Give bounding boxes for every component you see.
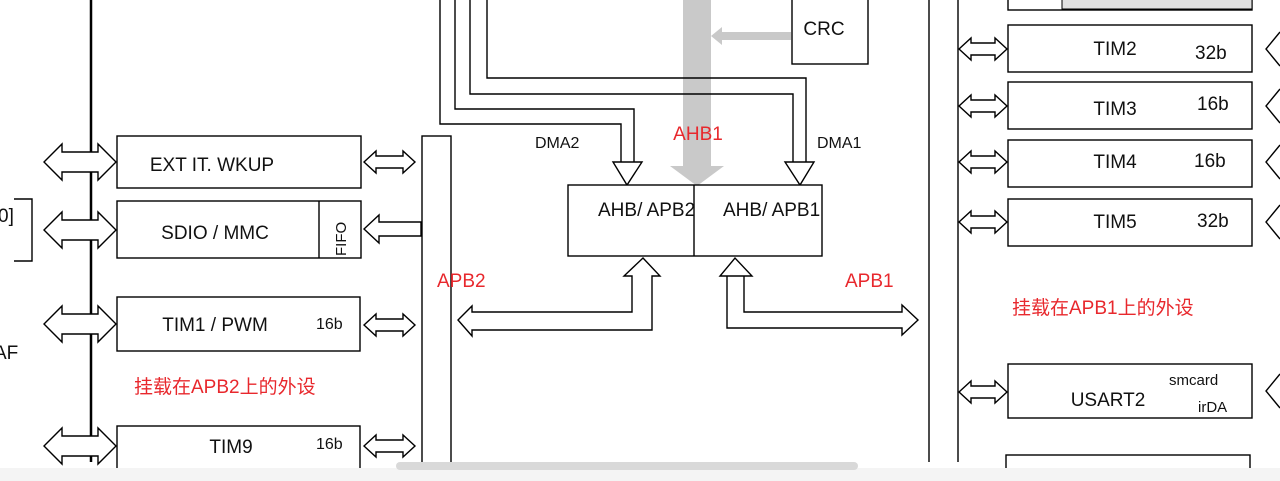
usart2-irda-label: irDA <box>1198 399 1227 416</box>
double-arrow-sdio <box>43 210 117 250</box>
tim3-block: TIM3 16b <box>1007 81 1253 130</box>
dma1-label: DMA1 <box>817 135 862 152</box>
left-af-text: AF <box>0 343 18 364</box>
right-edge-arrow-1 <box>1265 31 1280 67</box>
dma2-arrowhead <box>611 161 644 187</box>
tim2-block: TIM2 32b <box>1007 24 1253 73</box>
double-arrow-tim9-apb2 <box>362 433 417 459</box>
tim9-label: TIM9 <box>209 437 252 458</box>
dma1-route-outer <box>469 0 794 162</box>
tim5-label: TIM5 <box>1093 212 1136 233</box>
double-arrow-ext-it <box>43 142 117 182</box>
crc-block: CRC <box>791 0 869 65</box>
tim1-bits-label: 16b <box>316 316 343 333</box>
tim4-block: TIM4 16b <box>1007 139 1253 188</box>
dma1-arrowhead <box>783 161 816 187</box>
dma2-route-inner <box>454 0 635 162</box>
apb2-peripherals-note: 挂载在APB2上的外设 <box>134 376 316 398</box>
tim9-block: TIM9 16b <box>116 425 361 477</box>
top-partial-block-shade <box>1061 0 1253 10</box>
crc-label: CRC <box>803 19 844 40</box>
apb1-peripherals-note: 挂载在APB1上的外设 <box>1012 297 1194 319</box>
apb1-bus-arrow <box>718 256 920 337</box>
apb2-bus-label: APB2 <box>437 271 486 292</box>
double-arrow-tim1-apb2 <box>362 312 417 338</box>
right-edge-arrow-5 <box>1265 373 1280 409</box>
dma2-route-outer <box>439 0 622 162</box>
right-edge-arrow-3 <box>1265 144 1280 180</box>
bottom-toolbar-strip <box>0 468 1280 481</box>
ext-it-wkup-block: EXT IT. WKUP <box>116 135 362 189</box>
tim4-label: TIM4 <box>1093 152 1137 173</box>
ahb-apb-bridges: AHB/ APB2 AHB/ APB1 <box>567 184 823 257</box>
tim2-label: TIM2 <box>1093 39 1136 60</box>
dma2-label: DMA2 <box>535 135 580 152</box>
tim9-bits-label: 16b <box>316 436 343 453</box>
sdio-mmc-block: SDIO / MMC FIFO <box>116 200 362 259</box>
tim4-bits-label: 16b <box>1194 151 1226 172</box>
bridge-apb2-label: AHB/ APB2 <box>598 200 695 221</box>
double-arrow-tim3 <box>957 93 1009 119</box>
ahb1-bus-band <box>683 0 711 168</box>
bridge-apb1-label: AHB/ APB1 <box>723 200 820 221</box>
usart2-smcard-label: smcard <box>1169 372 1218 389</box>
double-arrow-tim5 <box>957 209 1009 235</box>
sdio-mmc-label: SDIO / MMC <box>161 223 269 244</box>
tim5-block: TIM5 32b <box>1007 198 1253 247</box>
tim3-bits-label: 16b <box>1197 94 1229 115</box>
ext-it-wkup-label: EXT IT. WKUP <box>150 155 274 176</box>
right-edge-arrow-2 <box>1265 88 1280 124</box>
usart2-label: USART2 <box>1071 390 1146 411</box>
tim1-pwm-block: TIM1 / PWM 16b <box>116 296 361 352</box>
ahb1-bus-arrowhead <box>670 166 724 186</box>
dma1-route-inner <box>486 0 807 162</box>
left-bracket-text: 0] <box>0 206 14 227</box>
left-bracket <box>14 198 33 262</box>
right-edge-arrow-4 <box>1265 204 1280 240</box>
double-arrow-tim1 <box>43 304 117 344</box>
usart2-block: USART2 smcard irDA <box>1007 363 1253 419</box>
apb1-bus-label: APB1 <box>845 271 894 292</box>
tim3-label: TIM3 <box>1093 99 1136 120</box>
horizontal-scrollbar[interactable] <box>396 462 858 470</box>
fifo-label: FIFO <box>333 222 350 256</box>
double-arrow-tim2 <box>957 36 1009 62</box>
double-arrow-usart2 <box>957 379 1009 405</box>
apb2-bus-arrow <box>457 257 662 338</box>
tim2-bits-label: 32b <box>1195 43 1227 64</box>
double-arrow-tim9 <box>43 426 117 466</box>
ahb1-label: AHB1 <box>673 124 723 145</box>
arrow-sdio-apb2 <box>362 213 422 245</box>
double-arrow-tim4 <box>957 149 1009 175</box>
double-arrow-ext-apb2 <box>362 149 417 175</box>
crc-gray-arrow <box>711 27 791 45</box>
tim1-pwm-label: TIM1 / PWM <box>162 315 268 336</box>
tim5-bits-label: 32b <box>1197 211 1229 232</box>
apb2-bus-bar <box>421 135 452 477</box>
